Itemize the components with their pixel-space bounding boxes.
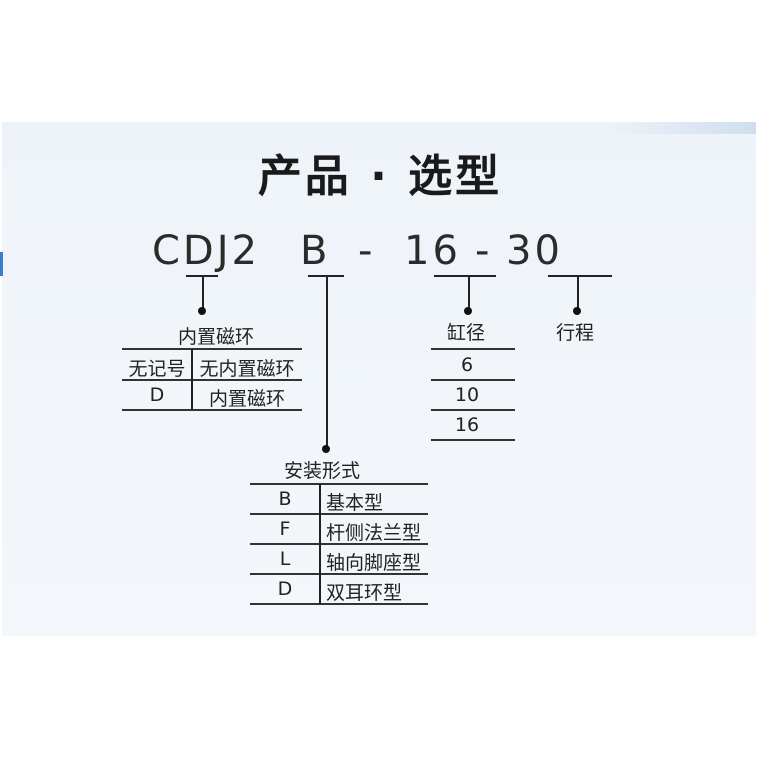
bore-rule-3 — [431, 439, 515, 441]
connector-magnet — [202, 276, 204, 311]
bore-value-1: 6 — [460, 354, 474, 376]
mounting-row-3-code: L — [279, 548, 291, 570]
bore-value-2: 10 — [454, 384, 480, 406]
underline-stroke — [548, 275, 612, 277]
bore-rule-0 — [431, 348, 515, 350]
mounting-row-2-code: F — [279, 518, 291, 540]
stroke-group-title: 行程 — [556, 322, 595, 344]
mounting-row-3-desc: 轴向脚座型 — [326, 552, 422, 574]
mounting-row-4-code: D — [277, 578, 293, 600]
connector-dot-magnet — [198, 307, 206, 315]
mounting-row-1-desc: 基本型 — [326, 492, 384, 514]
connector-mount — [326, 276, 328, 448]
corner-accent — [606, 122, 756, 134]
code-series: CDJ2 — [152, 228, 260, 274]
connector-dot-stroke — [573, 307, 581, 315]
bore-value-3: 16 — [454, 414, 480, 436]
magnet-rule-mid — [122, 379, 302, 381]
magnet-group-title: 内置磁环 — [178, 326, 255, 348]
bore-group-title: 缸径 — [447, 322, 486, 344]
mounting-row-1-code: B — [278, 488, 292, 510]
mounting-rule-1 — [250, 513, 428, 515]
magnet-column-divider — [191, 349, 193, 409]
connector-stroke — [577, 276, 579, 311]
mounting-rule-3 — [250, 573, 428, 575]
magnet-rule-bottom — [122, 409, 302, 411]
code-dash-2: - — [475, 228, 493, 274]
magnet-row-2-desc: 内置磁环 — [208, 388, 285, 410]
mounting-row-2-desc: 杆侧法兰型 — [326, 522, 422, 544]
page-title: 产品 · 选型 — [257, 151, 503, 202]
bore-rule-2 — [431, 409, 515, 411]
magnet-row-1-code: 无记号 — [128, 358, 186, 380]
connector-dot-mount — [322, 445, 330, 453]
mounting-group-title: 安装形式 — [284, 460, 361, 482]
mounting-rule-0 — [250, 483, 428, 485]
mounting-rule-2 — [250, 543, 428, 545]
code-dash-1: - — [358, 228, 376, 274]
code-bore: 16 — [404, 228, 461, 274]
mounting-column-divider — [319, 484, 321, 604]
code-stroke: 30 — [506, 228, 563, 274]
magnet-rule-top — [122, 348, 302, 350]
connector-bore — [468, 276, 470, 311]
edge-accent — [0, 252, 3, 276]
magnet-row-2-code: D — [149, 384, 165, 406]
mounting-rule-4 — [250, 603, 428, 605]
magnet-row-1-desc: 无内置磁环 — [199, 358, 295, 380]
bore-rule-1 — [431, 379, 515, 381]
mounting-row-4-desc: 双耳环型 — [326, 582, 403, 604]
underline-bore — [434, 275, 496, 277]
code-mount: B — [300, 228, 331, 274]
connector-dot-bore — [464, 307, 472, 315]
